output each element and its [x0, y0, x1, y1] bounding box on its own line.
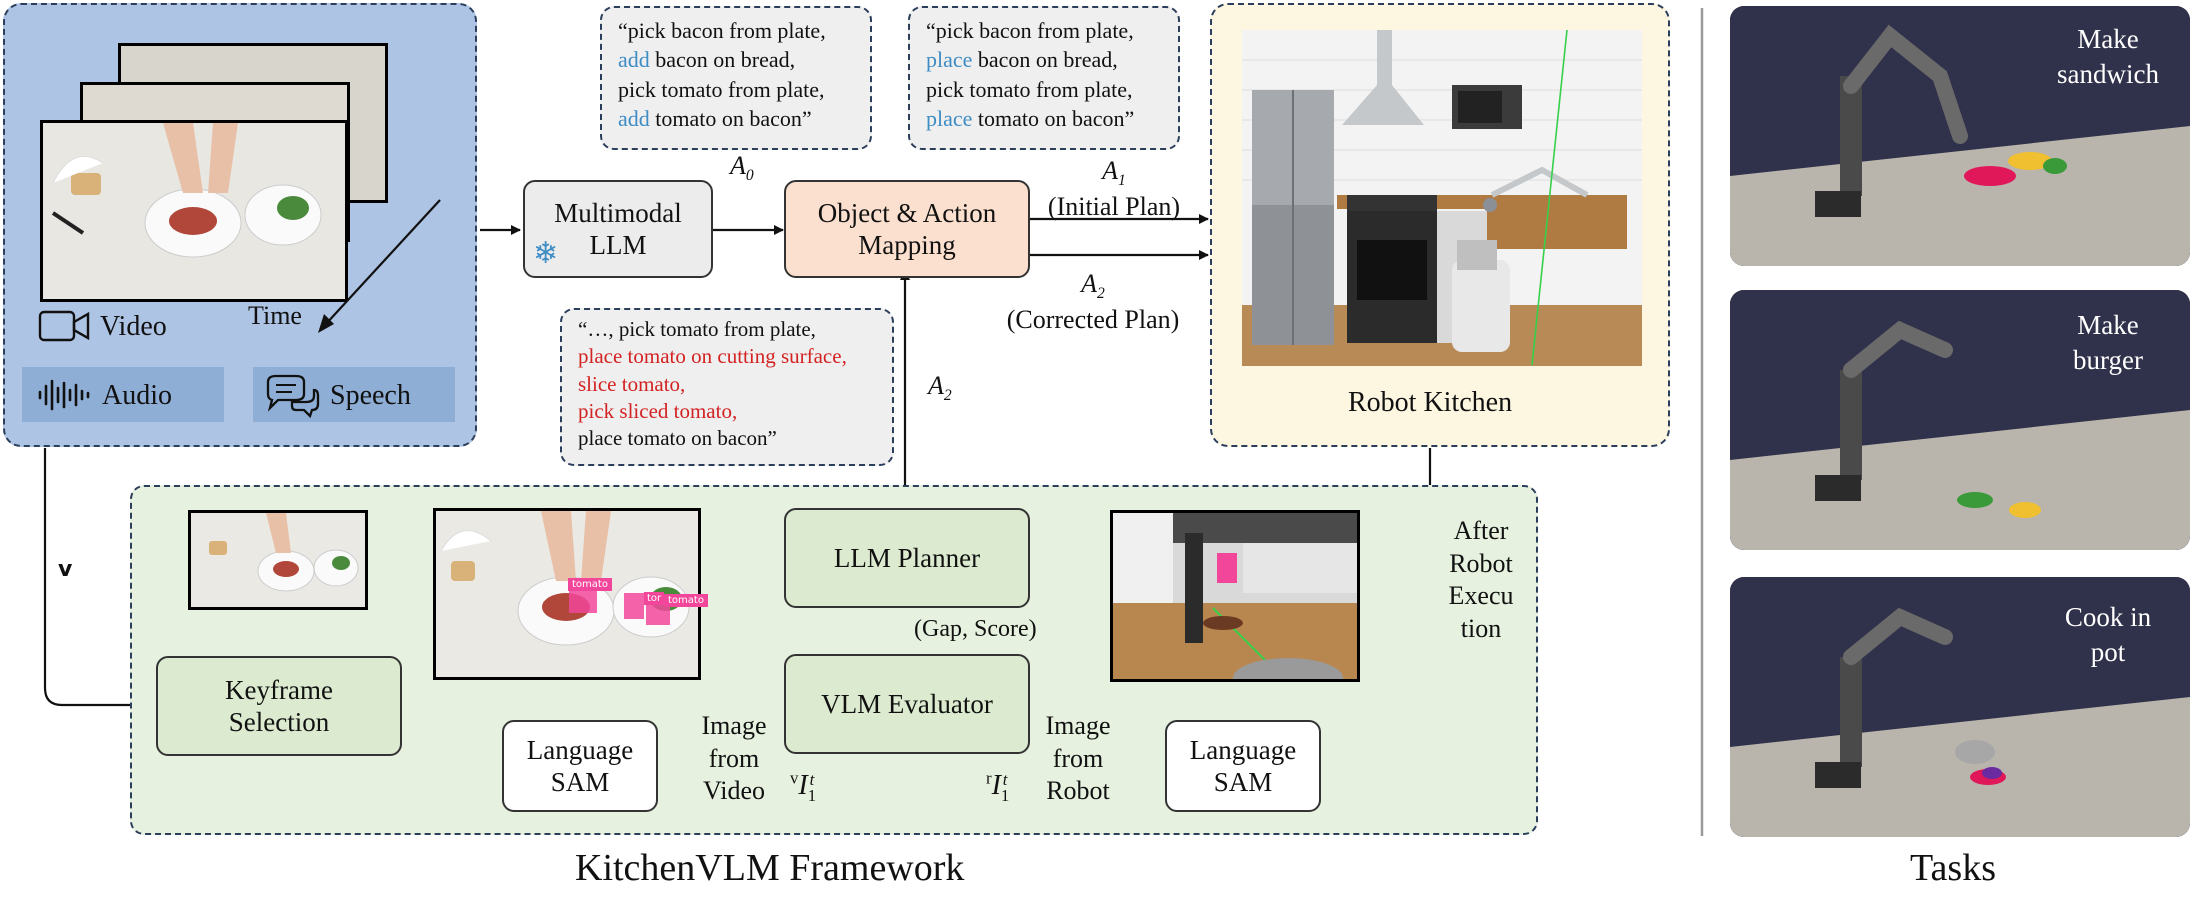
- plan-a0-verb-2: add: [618, 105, 650, 131]
- video-frame-front: [40, 120, 348, 302]
- vlm-evaluator-label: VLM Evaluator: [821, 688, 993, 719]
- plan-a2-added-step-2: slice tomato,: [578, 371, 686, 396]
- language-sam-right-box: Language SAM: [1165, 720, 1321, 812]
- plan-a1-quote: “pick bacon from plate, place bacon on b…: [908, 6, 1180, 150]
- after-robot-execution-label: After Robot Execu tion: [1448, 516, 1514, 643]
- a1-label: A1 (Initial Plan): [1047, 156, 1181, 221]
- mllm-label: Multimodal LLM: [554, 197, 682, 260]
- speech-bubbles-icon: [266, 374, 320, 418]
- tasks-title: Tasks: [1910, 847, 1997, 889]
- a2-label: A2 (Corrected Plan): [1006, 269, 1180, 334]
- keyframe-label-line1: Keyframe: [225, 674, 333, 705]
- corrected-plan-label: (Corrected Plan): [1006, 304, 1180, 334]
- language-sam-left-box: Language SAM: [502, 720, 658, 812]
- gap-score-label: (Gap, Score): [914, 616, 1037, 642]
- keyframe-selection-box: Keyframe Selection: [156, 656, 402, 756]
- llm-planner-label: LLM Planner: [833, 542, 981, 573]
- mapping-label-line2: Mapping: [858, 230, 956, 260]
- keyframe-small-illustration: [191, 513, 365, 607]
- plan-a1-verb-1: place: [926, 47, 973, 73]
- snowflake-icon: ❄: [533, 236, 559, 271]
- sam-tag-tomato-2: tomato: [664, 594, 708, 607]
- a0-label: A0: [730, 151, 754, 185]
- speech-label: Speech: [330, 380, 411, 411]
- audio-box: [22, 367, 224, 422]
- v-label: v: [58, 557, 73, 582]
- plan-a2-added-step-1: place tomato on cutting surface,: [578, 344, 847, 369]
- plan-a1-verb-2: place: [926, 105, 973, 131]
- task-image-sandwich: [1730, 6, 2190, 266]
- task-sandwich-illustration: [1730, 6, 2190, 266]
- plan-a0-quote: “pick bacon from plate, add bacon on bre…: [600, 6, 872, 150]
- llm-planner-box: LLM Planner: [784, 508, 1030, 608]
- sam-tag-tomato-1: tomato: [568, 578, 612, 591]
- image-from-robot-label: Image from Robot: [1045, 711, 1111, 805]
- object-action-mapping-box: Object & Action Mapping: [784, 180, 1030, 278]
- task-cook-illustration: [1730, 577, 2190, 837]
- keyframe-label-line2: Selection: [228, 707, 330, 737]
- audio-label: Audio: [102, 380, 172, 411]
- mapping-label-line1: Object & Action: [817, 197, 997, 228]
- plan-a2-added-step-3: pick sliced tomato,: [578, 398, 738, 423]
- task-image-cook: [1730, 577, 2190, 837]
- time-label: Time: [248, 301, 302, 330]
- robot-view-illustration: [1113, 513, 1357, 679]
- image-from-video-label: Image from Video: [701, 711, 767, 805]
- kitchen-scene-illustration: [1242, 30, 1642, 366]
- video-label: Video: [100, 311, 167, 342]
- sam-tag-tomato-3: tor: [644, 592, 665, 605]
- audio-wave-icon: [38, 379, 90, 411]
- a2-up-label: A2: [928, 371, 952, 405]
- task-image-burger: [1730, 290, 2190, 550]
- vlm-evaluator-box: VLM Evaluator: [784, 654, 1030, 754]
- initial-plan-label: (Initial Plan): [1047, 191, 1181, 221]
- plan-a2-quote: “…, pick tomato from plate, place tomato…: [560, 308, 894, 466]
- keyframe-thumbnail-small: [188, 510, 368, 610]
- arrow-v-to-keyframe: [43, 448, 155, 710]
- framework-title: KitchenVLM Framework: [575, 847, 965, 889]
- robot-camera-view: [1110, 510, 1360, 682]
- time-arrow: [318, 199, 441, 333]
- robot-kitchen-label: Robot Kitchen: [1348, 387, 1513, 418]
- plan-a0-verb-1: add: [618, 47, 650, 73]
- multimodal-llm-box: Multimodal LLM: [523, 180, 713, 278]
- video-camera-icon: [38, 310, 90, 342]
- task-burger-illustration: [1730, 290, 2190, 550]
- video-frame-illustration: [43, 123, 345, 299]
- robot-kitchen-render: [1242, 30, 1642, 366]
